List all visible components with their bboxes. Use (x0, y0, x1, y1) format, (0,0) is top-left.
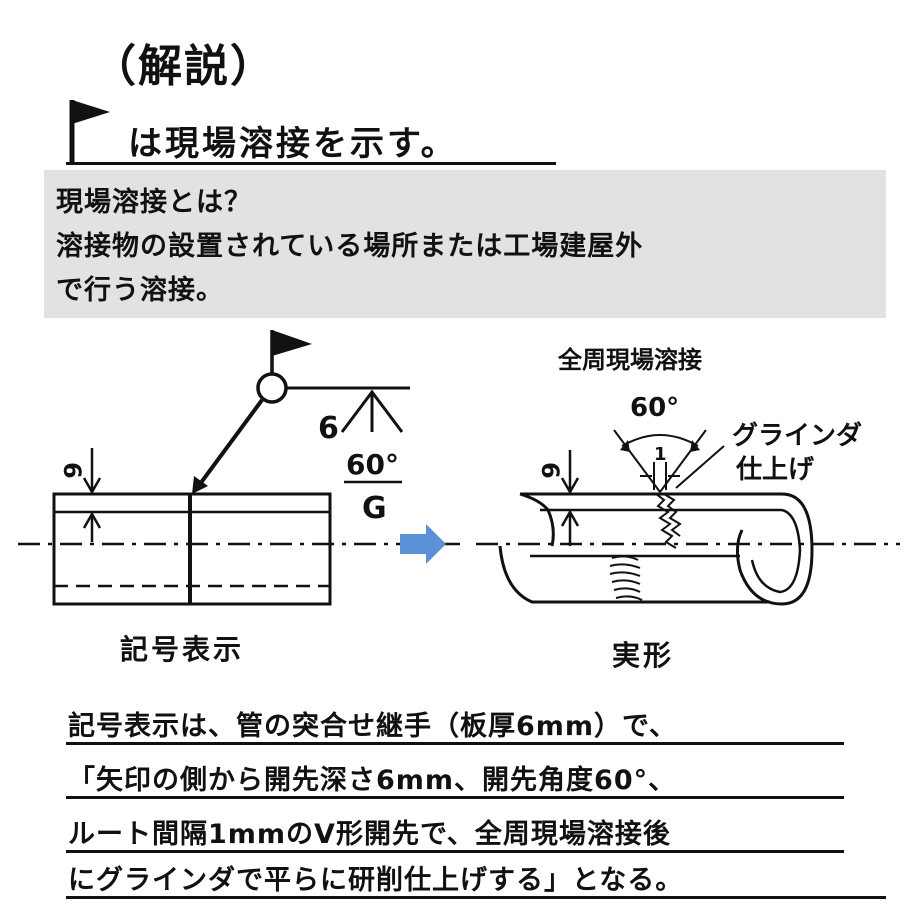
header-underline (66, 162, 556, 165)
explanation-underline3 (66, 850, 844, 853)
weld-bead (655, 493, 682, 549)
page-title: （解説） (92, 41, 276, 92)
field-weld-flag (272, 330, 312, 356)
grinder-finish-line1: グラインダ (732, 420, 862, 451)
root-gap-label: G (362, 491, 387, 526)
right-angle-label: 60° (630, 393, 679, 423)
page-subtitle: は現場溶接を示す。 (128, 124, 458, 164)
arrow-line (198, 398, 264, 486)
field-weld-flag-icon (69, 100, 110, 162)
symbol-representation-diagram (18, 330, 460, 606)
all-around-circle (256, 372, 288, 404)
right-root-gap-label: 1 (654, 444, 667, 465)
right-diagram-title: 全周現場溶接 (557, 346, 702, 374)
explanation-line1: 記号表示は、管の突合せ継手（板厚6mm）で、 (68, 711, 677, 742)
definition-answer-line1: 溶接物の設置されている場所または工場建屋外 (56, 231, 644, 262)
depth-label-right: 6 (536, 462, 564, 479)
definition-box: 現場溶接とは？ 溶接物の設置されている場所または工場建屋外 で行う溶接。 (44, 170, 886, 318)
explanation-underline1 (66, 742, 844, 745)
definition-question: 現場溶接とは？ (56, 187, 252, 218)
groove-angle-label: 60° (346, 448, 399, 481)
explanation-line3: ルート間隔1mmのV形開先で、全周現場溶接後 (68, 819, 671, 850)
right-caption: 実形 (612, 639, 675, 672)
explanation-underline4 (66, 896, 886, 899)
grinder-finish-line2: 仕上げ (735, 455, 815, 485)
weld-bead-lower (609, 555, 643, 601)
explanation-line2: 「矢印の側から開先深さ6mm、開先角度60°、 (68, 765, 677, 796)
definition-answer-line2: で行う溶接。 (56, 275, 224, 306)
actual-shape-diagram (476, 429, 900, 606)
left-caption: 記号表示 (120, 633, 245, 666)
transition-arrow (400, 524, 446, 564)
explanation-line4: にグラインダで平らに研削仕上げする」となる。 (68, 865, 684, 896)
depth-label-left: 6 (58, 462, 86, 479)
weld-size-label: 6 (318, 411, 339, 446)
explanation-underline2 (66, 796, 844, 799)
